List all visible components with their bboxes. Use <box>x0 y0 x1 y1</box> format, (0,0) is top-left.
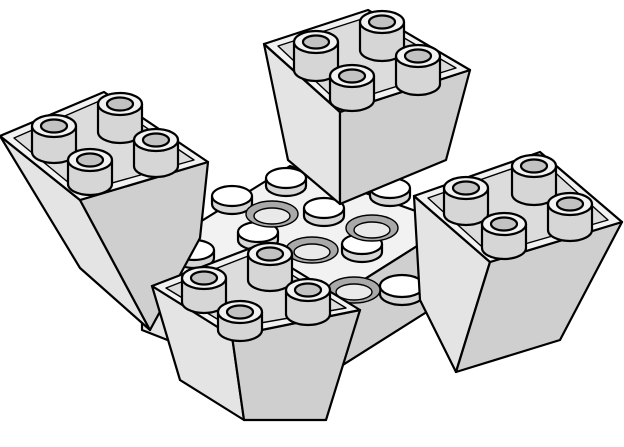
tubes <box>442 153 594 261</box>
tubes <box>292 9 442 113</box>
tube <box>546 191 594 243</box>
inverted-slope-left <box>0 90 210 332</box>
stud <box>378 273 426 307</box>
center-sockets <box>245 200 399 304</box>
inverted-slope-right <box>412 150 624 374</box>
tubes <box>30 91 180 197</box>
tube <box>246 241 294 293</box>
inverted-slope-front <box>150 241 362 422</box>
tube <box>510 153 558 207</box>
tube <box>292 29 340 83</box>
tube <box>480 211 528 261</box>
stud <box>210 184 254 216</box>
tube <box>66 147 114 197</box>
tube <box>180 265 228 315</box>
inverted-slope-back <box>262 8 472 206</box>
socket <box>253 207 291 225</box>
stud <box>264 166 308 198</box>
tube <box>284 277 332 327</box>
tube <box>132 127 180 179</box>
tube <box>216 299 264 343</box>
tube <box>394 43 442 97</box>
socket <box>293 243 331 261</box>
tube <box>30 113 78 165</box>
tube <box>328 63 376 113</box>
stud <box>302 196 346 228</box>
socket <box>353 221 391 239</box>
socket <box>335 283 373 301</box>
tube <box>358 9 406 63</box>
tube <box>442 175 490 227</box>
tubes <box>180 241 332 343</box>
